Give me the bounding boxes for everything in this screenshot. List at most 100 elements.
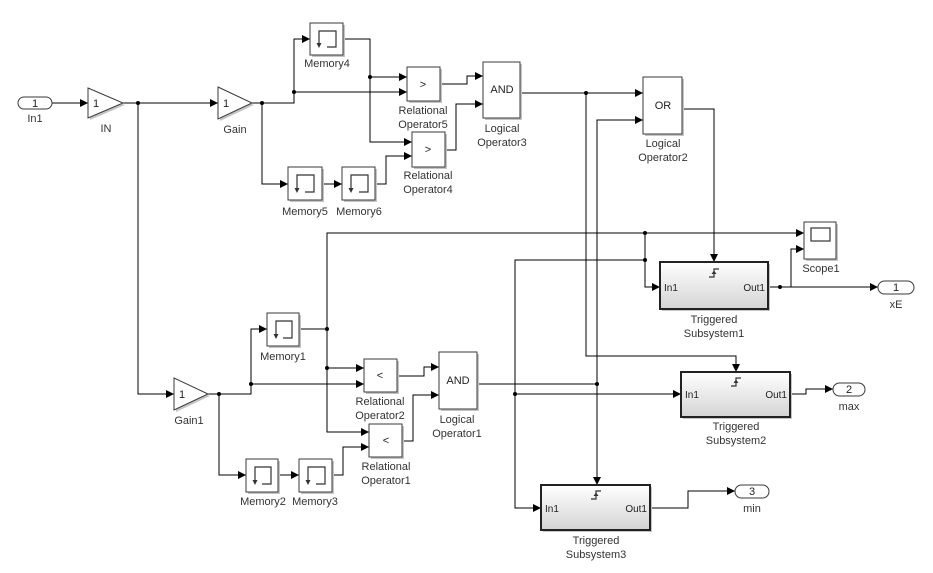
operator-symbol: <: [377, 370, 383, 382]
block-name-label: Operator1: [361, 475, 411, 487]
signal-line-relop2-to-logop1[interactable]: [397, 363, 439, 377]
branch-point: [325, 366, 329, 370]
scope-block-scope1[interactable]: Scope1: [802, 221, 840, 275]
gain-value: 1: [93, 98, 99, 110]
block-name-label: Operator3: [477, 137, 527, 149]
triggered-subsystem-1[interactable]: In1 Out1 Triggered Subsystem1: [659, 261, 770, 340]
block-name-label: Memory3: [292, 496, 338, 508]
block-name-label: Scope1: [802, 263, 839, 275]
memory-block-memory6[interactable]: Memory6: [336, 166, 382, 218]
subsystem-output-port-label: Out1: [743, 283, 765, 294]
outport-number: 3: [749, 486, 755, 498]
block-name-label: Operator2: [638, 152, 688, 164]
logical-operator-3[interactable]: AND Logical Operator3: [477, 61, 527, 149]
block-name-label: Memory4: [304, 58, 350, 70]
relational-operator-2[interactable]: < Relational Operator2: [355, 358, 405, 422]
subsystem-input-port-label: In1: [685, 390, 699, 401]
branch-point: [325, 327, 329, 331]
block-name-label: Subsystem1: [684, 328, 745, 340]
block-name-label: Logical: [485, 123, 520, 135]
signal-line-memory4-to-relop4-in1[interactable]: [343, 38, 412, 146]
block-name-label: Relational: [404, 170, 453, 182]
signal-line-memory1-to-relop1-in1[interactable]: [326, 329, 369, 436]
signal-line-relop1-to-logop1[interactable]: [402, 391, 439, 442]
branch-point: [217, 392, 221, 396]
operator-symbol: AND: [490, 84, 513, 96]
subsystem-output-port-label: Out1: [765, 390, 787, 401]
relational-operator-4[interactable]: > Relational Operator4: [403, 131, 453, 196]
memory-delay-icon: [316, 30, 337, 48]
outport-min[interactable]: 3 min: [734, 484, 770, 515]
memory-block-memory4[interactable]: Memory4: [304, 22, 350, 70]
branch-point: [292, 90, 296, 94]
block-name-label: Gain: [223, 124, 246, 136]
block-name-label: Triggered: [573, 535, 620, 547]
branch-point: [584, 91, 588, 95]
triggered-subsystem-2[interactable]: In1 Out1 Triggered Subsystem2: [680, 371, 792, 447]
gain-value: 1: [179, 389, 185, 401]
branch-point: [136, 101, 140, 105]
block-name-label: Relational: [399, 105, 448, 117]
block-name-label: Memory2: [240, 496, 286, 508]
signal-line-in-gain-to-gain1[interactable]: [137, 103, 174, 398]
signal-line-logop1-to-logop2[interactable]: [596, 116, 643, 384]
memory-block-memory3[interactable]: Memory3: [292, 458, 338, 508]
signal-line-logop2-to-ts1-trigger[interactable]: [682, 108, 718, 262]
block-name-label: Operator4: [403, 184, 453, 196]
signal-line-ts2-to-max[interactable]: [790, 385, 833, 395]
signal-line-memory1-to-ts1-in1[interactable]: [644, 233, 660, 291]
gain-block-in[interactable]: 1 IN: [87, 87, 125, 135]
signal-line-relop4-to-logop3[interactable]: [445, 100, 483, 151]
memory-delay-icon: [305, 466, 326, 485]
outport-number: 1: [893, 282, 899, 294]
signal-line-ts3-to-min[interactable]: [650, 487, 735, 509]
signal-line-gain-to-memory4[interactable]: [252, 35, 310, 104]
signal-line-gain-to-memory5[interactable]: [261, 103, 288, 188]
memory-block-memory1[interactable]: Memory1: [260, 312, 306, 363]
block-name-label: Memory1: [260, 351, 306, 363]
branch-point: [595, 382, 599, 386]
block-name-label: Operator5: [398, 119, 448, 131]
inport-number: 1: [32, 98, 38, 110]
relational-operator-1[interactable]: < Relational Operator1: [361, 423, 411, 487]
signal-line-memory1-to-ts3-in1[interactable]: [514, 259, 645, 512]
block-name-label: In1: [27, 113, 42, 125]
block-name-label: Subsystem3: [566, 549, 627, 561]
rising-edge-trigger-icon: [591, 490, 601, 500]
branch-point: [260, 101, 264, 105]
block-name-label: Triggered: [691, 314, 738, 326]
block-name-label: Memory5: [282, 206, 328, 218]
rising-edge-trigger-icon: [709, 268, 719, 278]
gain-block-gain[interactable]: 1 Gain: [217, 86, 254, 136]
outport-max[interactable]: 2 max: [832, 382, 866, 413]
signal-line-relop5-to-logop3[interactable]: [440, 72, 483, 85]
subsystem-input-port-label: In1: [545, 504, 559, 515]
signal-line-ts1-to-scope1-in2[interactable]: [780, 245, 804, 288]
block-name-label: max: [839, 401, 860, 413]
rising-edge-trigger-icon: [731, 377, 741, 387]
subsystem-output-port-label: Out1: [625, 504, 647, 515]
block-name-label: Logical: [440, 414, 475, 426]
block-name-label: Memory6: [336, 206, 382, 218]
relational-operator-5[interactable]: > Relational Operator5: [398, 66, 448, 131]
branch-point: [249, 382, 253, 386]
signal-line-gain1-to-memory1[interactable]: [208, 325, 267, 395]
logical-operator-2[interactable]: OR Logical Operator2: [638, 76, 688, 164]
memory-block-memory2[interactable]: Memory2: [240, 458, 286, 508]
gain-block-gain1[interactable]: 1 Gain1: [173, 377, 210, 427]
block-name-label: Gain1: [174, 415, 203, 427]
signal-line-memory3-to-relop1-in2[interactable]: [332, 443, 369, 476]
memory-block-memory5[interactable]: Memory5: [282, 166, 328, 218]
triggered-subsystem-3[interactable]: In1 Out1 Triggered Subsystem3: [540, 484, 652, 561]
block-name-label: Operator2: [355, 410, 405, 422]
signal-line-logop3-to-ts2-trigger[interactable]: [585, 93, 740, 372]
signal-line-memory6-to-relop4-in2[interactable]: [375, 152, 412, 185]
signal-line-gain1-to-memory2[interactable]: [218, 394, 246, 479]
branch-points: [136, 75, 782, 396]
logical-operator-1[interactable]: AND Logical Operator1: [432, 351, 482, 440]
inport-in1[interactable]: 1 In1: [17, 96, 53, 125]
block-name-label: xE: [890, 299, 903, 311]
operator-symbol: >: [425, 144, 431, 156]
outport-xe[interactable]: 1 xE: [877, 280, 915, 311]
